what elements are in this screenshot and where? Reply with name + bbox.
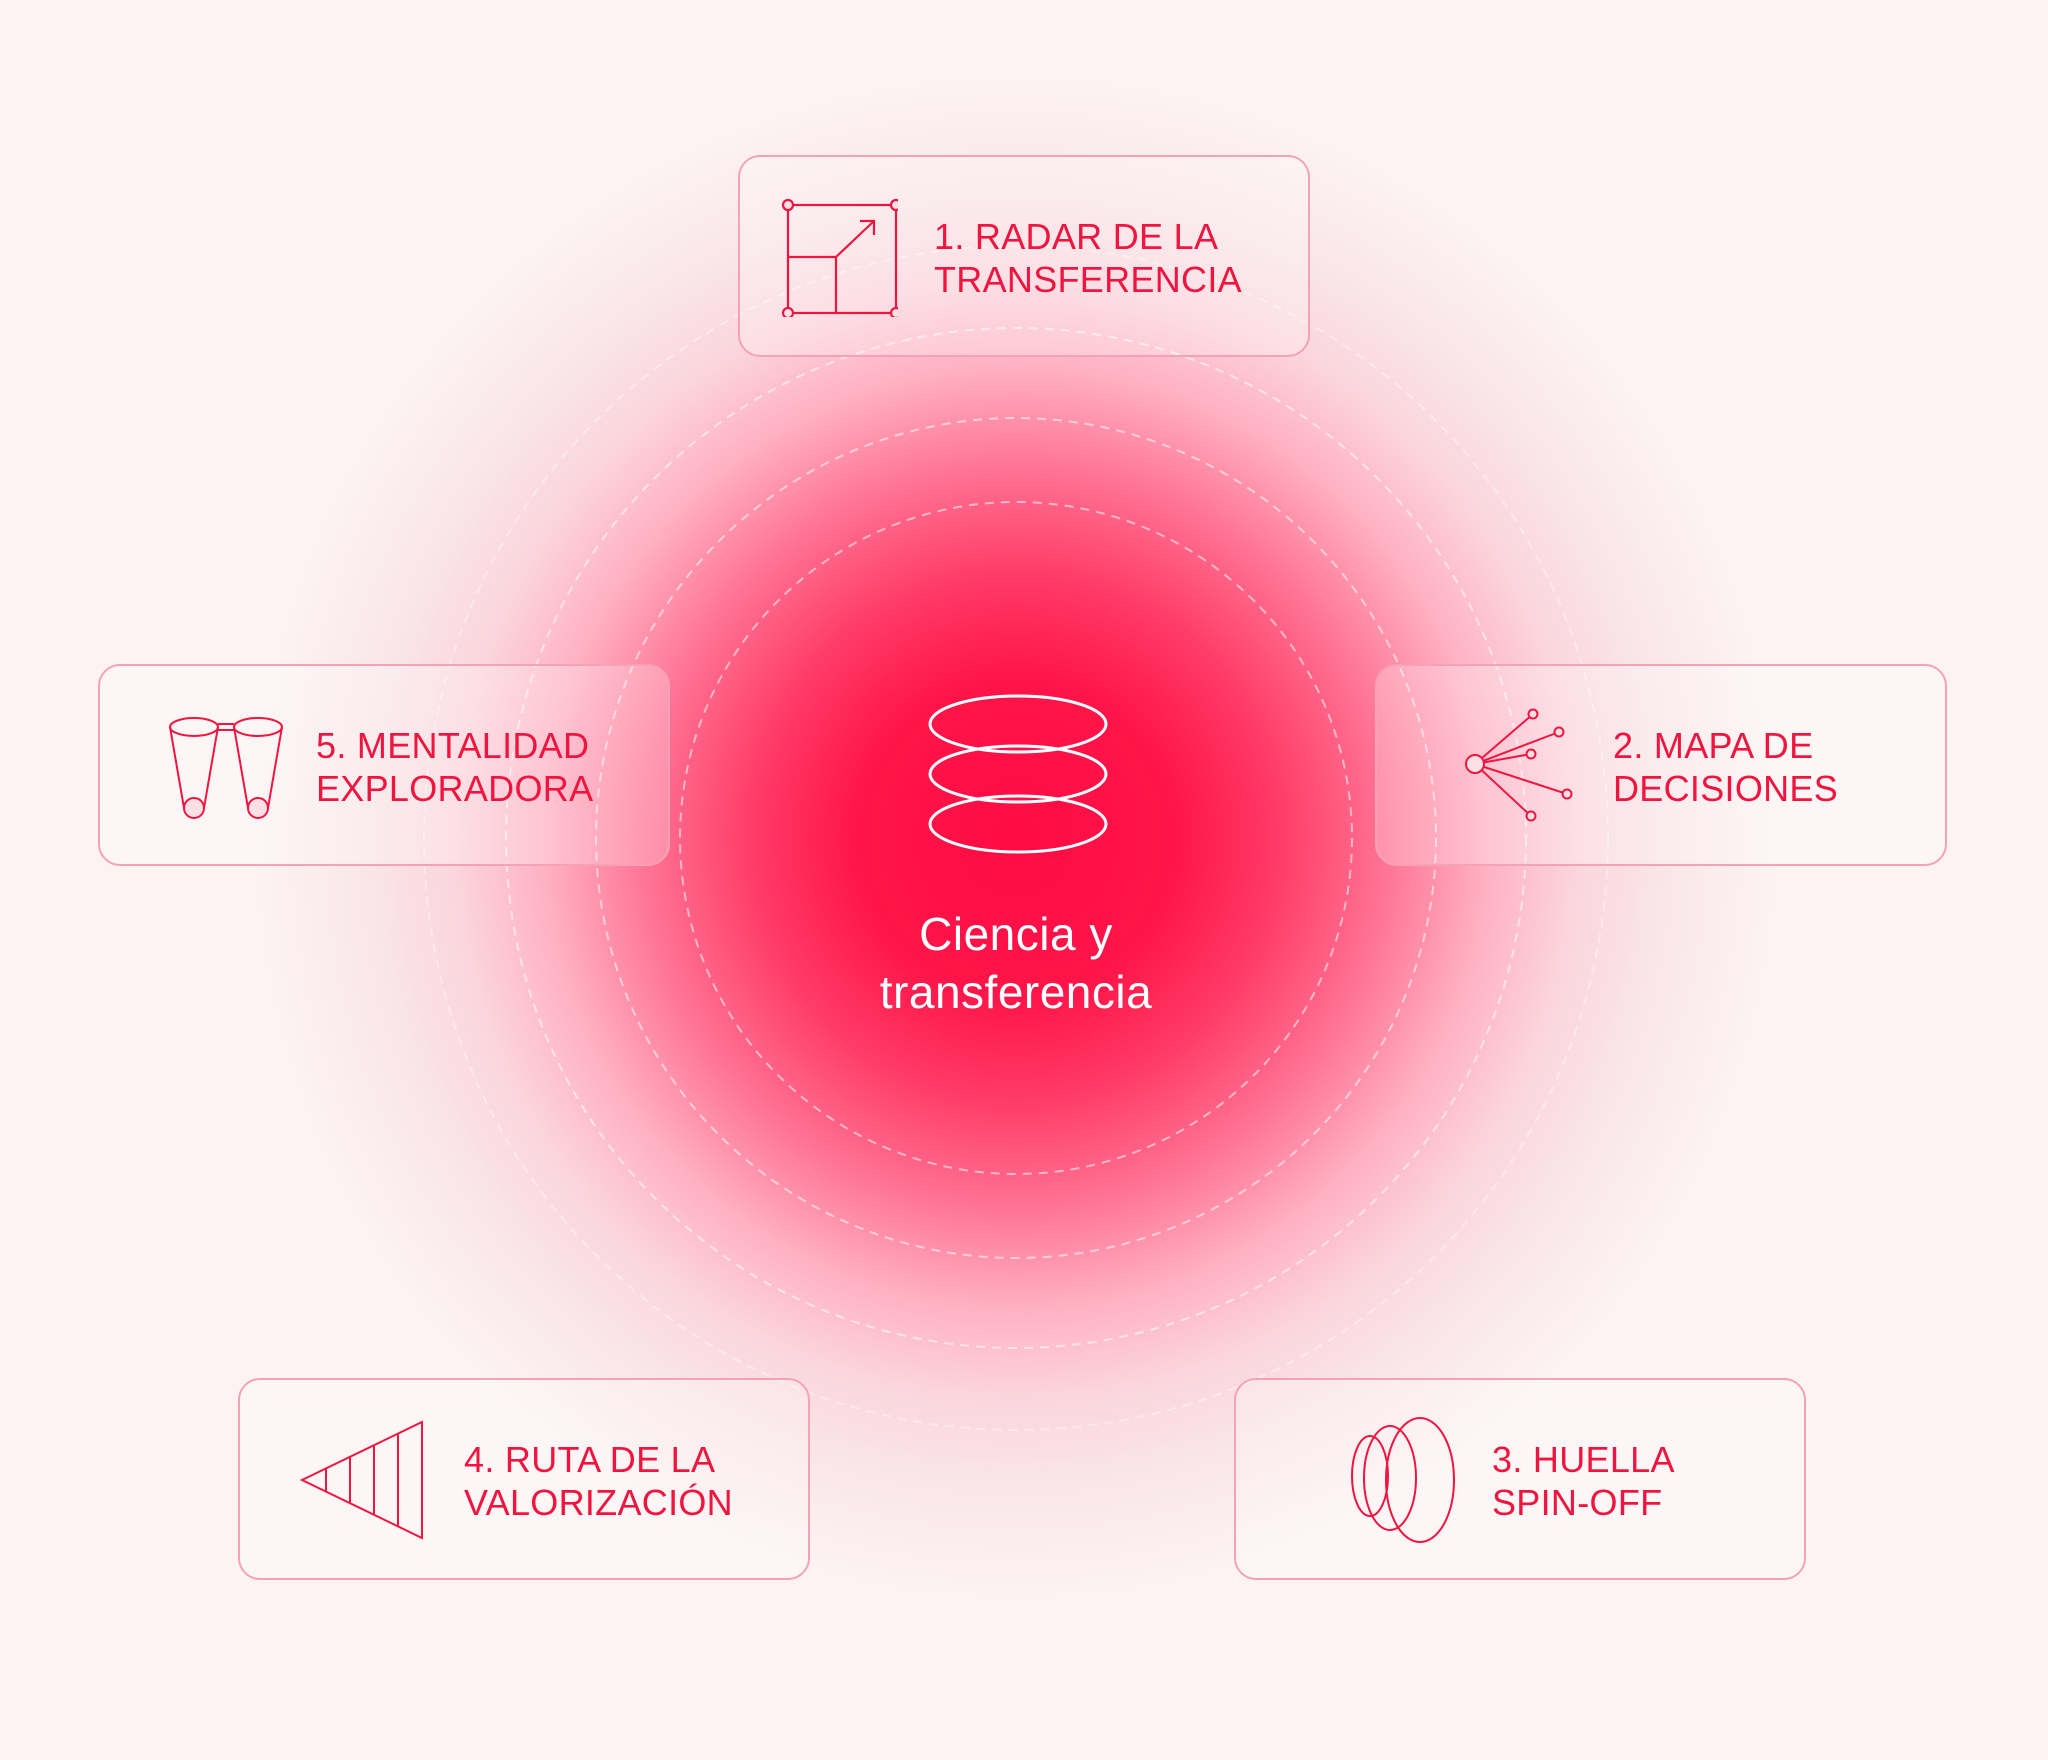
ring-middle xyxy=(595,417,1437,1259)
step-label-explorer-mindset: 5. MENTALIDAD EXPLORADORA xyxy=(316,725,594,809)
stacked-rings-icon xyxy=(928,694,1108,854)
ring-inner xyxy=(679,501,1353,1175)
step-label-radar: 1. RADAR DE LA TRANSFERENCIA xyxy=(934,216,1242,300)
ring-outer xyxy=(505,327,1527,1349)
step-card-radar[interactable]: 1. RADAR DE LA TRANSFERENCIA xyxy=(738,155,1310,357)
ring-outermost xyxy=(423,245,1609,1431)
step-label-valorization: 4. RUTA DE LA VALORIZACIÓN xyxy=(464,1439,733,1523)
radar-grid-icon xyxy=(781,198,898,317)
step-card-explorer-mindset[interactable]: 5. MENTALIDAD EXPLORADORA xyxy=(98,664,670,866)
decision-map-icon xyxy=(1465,708,1573,822)
cone-funnel-icon xyxy=(299,1420,423,1540)
center-title-line1: Ciencia y xyxy=(919,908,1113,960)
center-title-line2: transferencia xyxy=(879,966,1153,1018)
overlapping-ovals-icon xyxy=(1351,1417,1455,1543)
step-label-spin-off: 3. HUELLA SPIN-OFF xyxy=(1492,1439,1675,1523)
step-label-decision-map: 2. MAPA DE DECISIONES xyxy=(1613,725,1839,809)
center-title: Ciencia y transferencia xyxy=(816,905,1216,1021)
step-card-decision-map[interactable]: 2. MAPA DE DECISIONES xyxy=(1375,664,1947,866)
binoculars-icon xyxy=(169,717,283,819)
step-card-spin-off[interactable]: 3. HUELLA SPIN-OFF xyxy=(1234,1378,1806,1580)
step-card-valorization[interactable]: 4. RUTA DE LA VALORIZACIÓN xyxy=(238,1378,810,1580)
